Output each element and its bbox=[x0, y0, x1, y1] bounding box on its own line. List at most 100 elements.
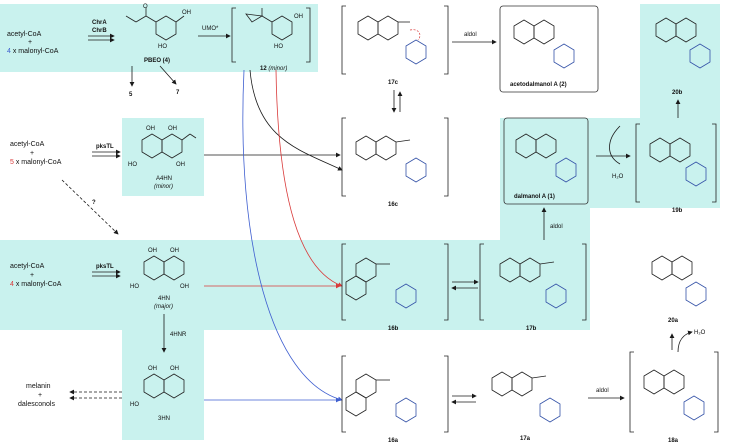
bracket-18a-right bbox=[714, 351, 719, 433]
17a-blue-ring bbox=[539, 397, 561, 423]
dalmanol-column bbox=[500, 118, 590, 330]
20b-blue-ring bbox=[689, 43, 711, 69]
inter12-ho: HO bbox=[274, 44, 283, 50]
a4hn-oh3: OH bbox=[176, 162, 185, 168]
h2o-1: H₂O bbox=[612, 174, 624, 180]
label-17a: 17a bbox=[520, 436, 531, 442]
aldol-3: aldol bbox=[596, 388, 609, 394]
dalmanol-label: dalmanol A (1) bbox=[514, 194, 555, 200]
inter12-num: 12 bbox=[260, 66, 267, 72]
red-arrow-to-16b bbox=[275, 69, 343, 287]
pbeo-structure bbox=[125, 8, 185, 41]
arrow-to-7 bbox=[159, 65, 177, 85]
3hn-oh2: OH bbox=[170, 366, 179, 372]
label-19b: 19b bbox=[672, 208, 683, 214]
3hn-ho: HO bbox=[130, 402, 139, 408]
mid-plus: + bbox=[30, 150, 34, 157]
18a-structure bbox=[643, 369, 685, 395]
dalmanol-blue-ring bbox=[555, 157, 577, 183]
bracket-16c-right bbox=[444, 117, 449, 197]
bracket-17b-right bbox=[582, 243, 587, 321]
blue-arrow-to-16a bbox=[242, 69, 343, 402]
17b-structure bbox=[499, 257, 555, 283]
low-malonyl-line: 4 x malonyl-CoA bbox=[10, 281, 62, 288]
h2o-2: H₂O bbox=[694, 330, 706, 336]
pbeo-o: O bbox=[143, 4, 148, 10]
acetodalmanol-blue-ring bbox=[553, 43, 575, 69]
inter12-label-line: 12 (minor) bbox=[260, 66, 287, 72]
mid-enzyme: pksTL bbox=[96, 144, 114, 150]
dashed-arrow-question bbox=[61, 179, 119, 235]
16a-structure bbox=[345, 373, 390, 417]
mid-malonyl-line: 5 x malonyl-CoA bbox=[10, 159, 62, 166]
bracket-16b-right bbox=[444, 243, 449, 321]
aldol-2: aldol bbox=[550, 224, 563, 230]
acetodalmanol-label: acetodalmanol A (2) bbox=[510, 82, 567, 88]
a4hn-note: (minor) bbox=[154, 184, 173, 190]
20b-panel bbox=[640, 4, 720, 118]
18a-blue-ring bbox=[683, 395, 705, 421]
17c-blue-ring bbox=[405, 39, 427, 65]
label-16b: 16b bbox=[388, 326, 399, 332]
bracket-19b-right bbox=[712, 123, 717, 203]
question-mark: ? bbox=[92, 200, 96, 206]
a4hn-oh1: OH bbox=[146, 126, 155, 132]
3hn-structure bbox=[143, 373, 185, 399]
label-18a: 18a bbox=[668, 438, 679, 444]
4hn-ho: HO bbox=[130, 284, 139, 290]
inter12-structure bbox=[245, 8, 293, 41]
top-panel bbox=[0, 4, 318, 72]
acetodalmanol-structure bbox=[513, 19, 555, 45]
out-7: 7 bbox=[176, 90, 180, 96]
dalmanol-box bbox=[503, 117, 589, 205]
middle-band bbox=[0, 240, 500, 330]
3hn-oh1: OH bbox=[148, 366, 157, 372]
17c-red-curve bbox=[409, 29, 421, 41]
4hn-oh3: OH bbox=[180, 284, 189, 290]
top-plus: + bbox=[28, 39, 32, 46]
bracket-12-left bbox=[231, 7, 236, 63]
inter12-oh: OH bbox=[294, 14, 303, 20]
16b-structure bbox=[345, 257, 390, 301]
bracket-18a-left bbox=[629, 351, 634, 433]
4hn-note: (major) bbox=[154, 304, 173, 310]
4hn-oh1: OH bbox=[148, 248, 157, 254]
top-malonyl: x malonyl-CoA bbox=[11, 48, 59, 55]
melanin-plus: + bbox=[38, 392, 42, 399]
inter12-note: (minor) bbox=[267, 66, 288, 72]
a4hn-oh2: OH bbox=[168, 126, 177, 132]
highlight-regions bbox=[0, 4, 720, 440]
pbeo-oh: OH bbox=[182, 10, 191, 16]
pbeo-ho: HO bbox=[158, 44, 167, 50]
label-20b: 20b bbox=[672, 90, 683, 96]
h2o-loss-arrow bbox=[677, 330, 693, 353]
dalesconols-text: dalesconols bbox=[18, 401, 55, 408]
low-count: 4 bbox=[10, 281, 14, 288]
17b-blue-ring bbox=[545, 283, 567, 309]
dalmanol-structure bbox=[515, 133, 557, 159]
melanin-text: melanin bbox=[26, 383, 51, 390]
label-20a: 20a bbox=[668, 318, 679, 324]
bracket-16a-left bbox=[341, 355, 346, 433]
pbeo-label: PBEO (4) bbox=[144, 58, 170, 64]
a4hn-panel bbox=[122, 118, 204, 196]
out-5: 5 bbox=[129, 92, 133, 98]
a4hn-structure bbox=[141, 133, 197, 159]
bracket-17b-left bbox=[479, 243, 484, 321]
16c-structure bbox=[355, 135, 411, 161]
enzyme-chrb: ChrB bbox=[92, 28, 107, 34]
19b-panel bbox=[590, 118, 720, 208]
16b-blue-ring bbox=[395, 283, 417, 309]
bracket-17c-right bbox=[444, 5, 449, 75]
16c-blue-ring bbox=[405, 157, 427, 183]
label-17b: 17b bbox=[526, 326, 537, 332]
aldol-1: aldol bbox=[464, 32, 477, 38]
4hn-label: 4HN bbox=[158, 296, 170, 302]
3hn-label: 3HN bbox=[158, 416, 170, 422]
19b-blue-ring bbox=[685, 161, 707, 187]
low-enzyme: pksTL bbox=[96, 264, 114, 270]
19b-structure bbox=[649, 137, 691, 163]
acetodalmanol-box bbox=[499, 5, 599, 93]
bracket-17c-left bbox=[341, 5, 346, 75]
